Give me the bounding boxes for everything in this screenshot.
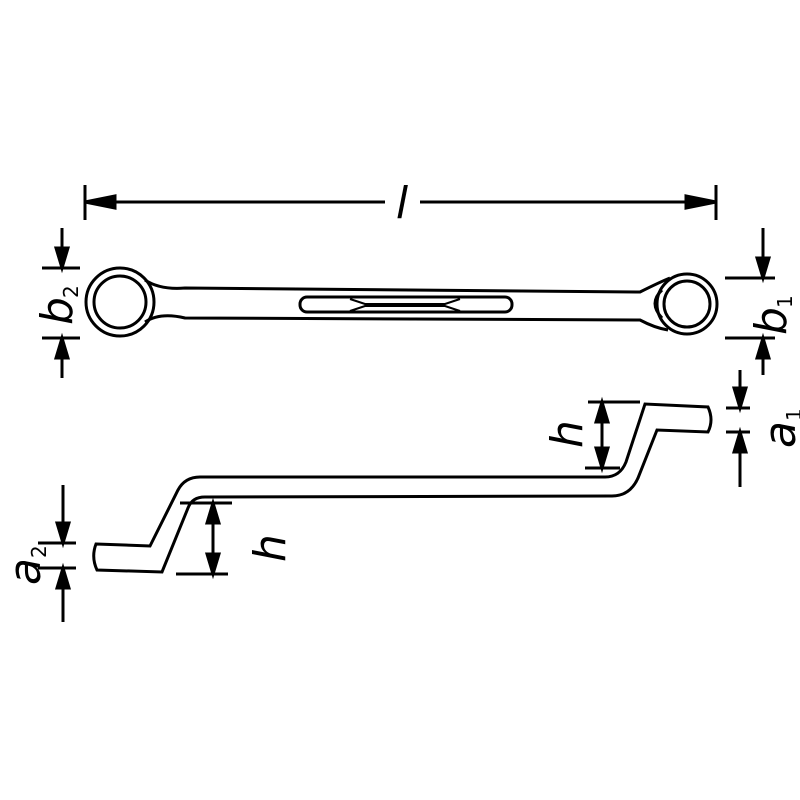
b1-label: b (746, 307, 797, 335)
a1-label: a (755, 421, 800, 448)
b2-label: b (32, 297, 83, 325)
h-left-label: h (245, 534, 296, 562)
h-right-dimension (585, 396, 640, 474)
length-dimension (83, 185, 718, 220)
a2-subscript: 2 (27, 545, 51, 558)
h-left-dimension (176, 497, 232, 580)
a1-dimension (726, 370, 750, 487)
length-label: l (396, 178, 409, 229)
b2-dimension (42, 228, 80, 378)
h-right-label: h (542, 420, 593, 448)
wrench-side-view (92, 402, 713, 574)
a2-label: a (0, 558, 51, 585)
b2-subscript: 2 (59, 285, 83, 298)
a2-dimension (38, 485, 76, 622)
a1-subscript: 1 (782, 408, 800, 421)
b1-subscript: 1 (773, 295, 797, 308)
wrench-top-view (84, 266, 719, 338)
b1-dimension (725, 228, 775, 375)
